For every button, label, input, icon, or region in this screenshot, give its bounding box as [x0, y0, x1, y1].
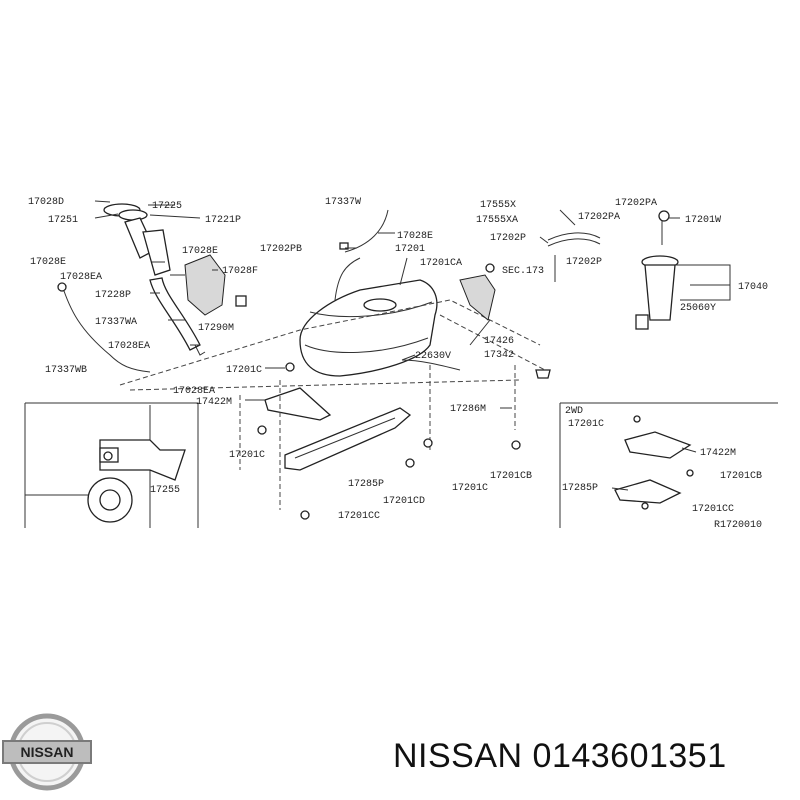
- inset-label-17285p: 17285P: [562, 483, 598, 494]
- label-17422m: 17422M: [196, 397, 232, 408]
- label-17337wa: 17337WA: [95, 317, 137, 328]
- label-17028e-left: 17028E: [30, 257, 66, 268]
- label-17201ca: 17201CA: [420, 258, 462, 269]
- label-17202p-b: 17202P: [566, 257, 602, 268]
- inset-label-17422m: 17422M: [700, 448, 736, 459]
- part-labels: 17028D 17225 17251 17221P 17337W 17028E …: [28, 197, 768, 522]
- label-17202pb: 17202PB: [260, 244, 302, 255]
- label-17555xa: 17555XA: [476, 215, 518, 226]
- label-17028ea-bot: 17028EA: [173, 386, 215, 397]
- bolt-icons: [257, 263, 694, 520]
- inset-title: 2WD: [565, 406, 583, 417]
- label-17342: 17342: [484, 350, 514, 361]
- label-17337w: 17337W: [325, 197, 361, 208]
- label-22630v: 22630V: [415, 351, 451, 362]
- label-17251: 17251: [48, 215, 78, 226]
- label-17202pa-l: 17202PA: [578, 212, 620, 223]
- label-17286m: 17286M: [450, 404, 486, 415]
- label-17221p: 17221P: [205, 215, 241, 226]
- ref-code: R1720010: [714, 520, 762, 531]
- label-17028e-mid: 17028E: [397, 231, 433, 242]
- label-17028ea-top: 17028EA: [60, 272, 102, 283]
- svg-text:NISSAN: NISSAN: [21, 744, 74, 760]
- bracket-17255: [25, 439, 186, 523]
- label-17290m: 17290M: [198, 323, 234, 334]
- inset-2wd-frame: [559, 402, 778, 528]
- label-17028ea-mid: 17028EA: [108, 341, 150, 352]
- label-17201: 17201: [395, 244, 425, 255]
- label-17028d: 17028D: [28, 197, 64, 208]
- inset-labels: 2WD 17201C 17422M 17201CB 17285P 17201CC…: [562, 406, 762, 531]
- label-17201c-1: 17201C: [226, 365, 262, 376]
- label-17202pa-r: 17202PA: [615, 198, 657, 209]
- label-sec173: SEC.173: [502, 266, 544, 277]
- label-17255: 17255: [150, 485, 180, 496]
- label-17285p: 17285P: [348, 479, 384, 490]
- label-17426: 17426: [484, 336, 514, 347]
- label-17201c-3: 17201C: [452, 483, 488, 494]
- label-17337wb: 17337WB: [45, 365, 87, 376]
- inset-label-17201cb: 17201CB: [720, 471, 762, 482]
- fuel-pump-assembly: [635, 210, 731, 330]
- label-17040: 17040: [738, 282, 768, 293]
- inset-parts: [614, 431, 692, 504]
- label-17201w: 17201W: [685, 215, 721, 226]
- filler-neck-assembly: [57, 203, 247, 373]
- label-17202p-a: 17202P: [490, 233, 526, 244]
- inset-label-17201c: 17201C: [568, 419, 604, 430]
- label-17201cd: 17201CD: [383, 496, 425, 507]
- label-17201cb: 17201CB: [490, 471, 532, 482]
- label-25060y: 25060Y: [680, 303, 716, 314]
- tank-protector: [119, 299, 546, 510]
- label-17201cc: 17201CC: [338, 511, 380, 522]
- label-17555x: 17555X: [480, 200, 516, 211]
- nissan-logo: NISSAN: [2, 713, 92, 791]
- label-17228p: 17228P: [95, 290, 131, 301]
- leader-lines: [94, 200, 730, 491]
- label-17028f: 17028F: [222, 266, 258, 277]
- label-17028e-top: 17028E: [182, 246, 218, 257]
- inset-label-17201cc: 17201CC: [692, 504, 734, 515]
- evap-hoses: [401, 232, 601, 379]
- label-17225: 17225: [152, 201, 182, 212]
- part-number-caption: NISSAN 0143601351: [393, 737, 727, 775]
- label-17201c-2: 17201C: [229, 450, 265, 461]
